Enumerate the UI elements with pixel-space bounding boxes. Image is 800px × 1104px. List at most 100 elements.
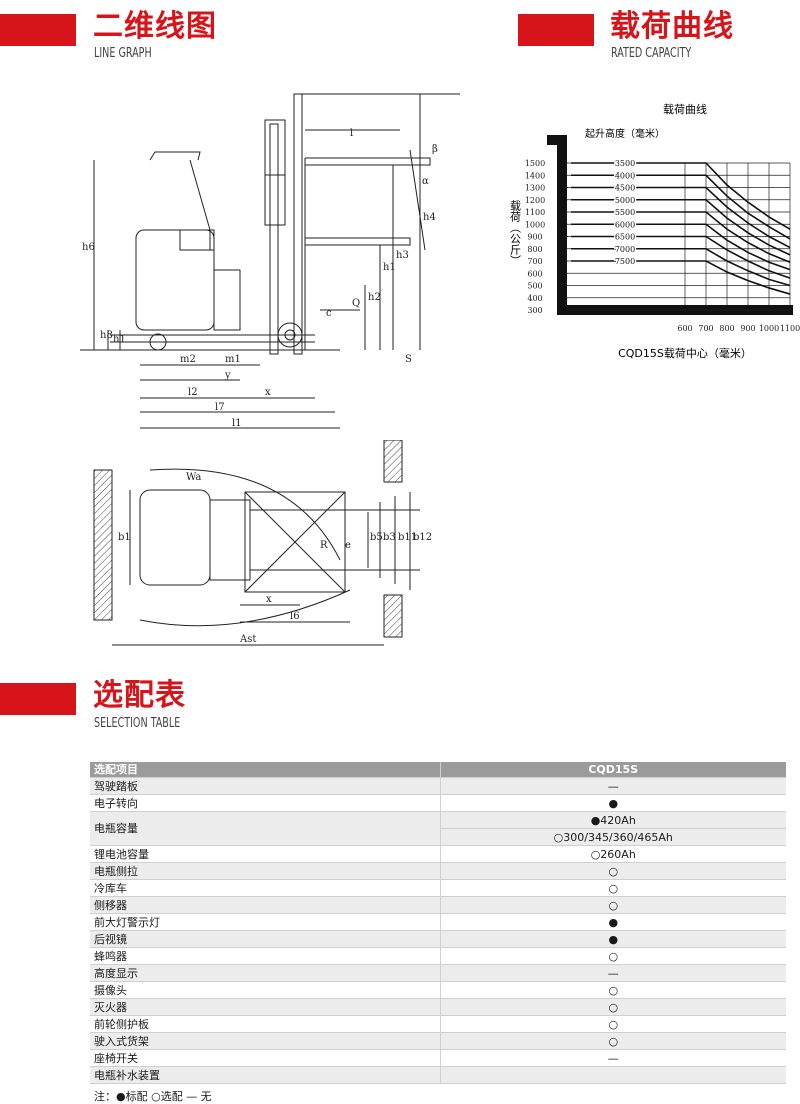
row-item: 冷库车 bbox=[90, 879, 440, 897]
dim-label: h1 bbox=[383, 262, 396, 273]
y-tick-label: 800 bbox=[527, 245, 542, 254]
dim-label: c bbox=[326, 308, 332, 319]
y-tick-label: 400 bbox=[527, 294, 542, 303]
table-row: 前大灯警示灯● bbox=[90, 913, 786, 931]
table-row: 蜂鸣器○ bbox=[90, 947, 786, 965]
dim-label: e bbox=[345, 540, 351, 551]
x-tick-label: 700 bbox=[698, 324, 713, 333]
dim-label: x bbox=[266, 594, 272, 605]
dim-label: b3 bbox=[383, 532, 396, 543]
row-value: ● bbox=[439, 794, 786, 812]
table-row: 驾驶踏板— bbox=[90, 777, 786, 795]
dim-label: α bbox=[422, 176, 429, 187]
dim-label: Ast bbox=[239, 634, 256, 645]
series-label: 5500 bbox=[615, 208, 635, 217]
legend-title: 起升高度（毫米） bbox=[585, 127, 665, 140]
section-subtitle-rated-capacity: RATED CAPACITY bbox=[611, 46, 692, 61]
series-label: 5000 bbox=[615, 196, 635, 205]
table-row: 电瓶容量●420Ah bbox=[90, 811, 786, 846]
row-value: ○ bbox=[439, 1032, 786, 1050]
x-tick-label: 600 bbox=[677, 324, 692, 333]
section-marker-selection-table bbox=[0, 683, 76, 715]
row-value: ○ bbox=[439, 862, 786, 880]
row-value: ●420Ah bbox=[439, 811, 786, 829]
dim-label: l bbox=[350, 128, 353, 139]
y-tick-label: 1400 bbox=[525, 171, 545, 180]
row-item: 摄像头 bbox=[90, 981, 440, 999]
section-title-rated-capacity: 载荷曲线 bbox=[610, 9, 734, 44]
series-line bbox=[571, 235, 791, 279]
table-row: 冷库车○ bbox=[90, 879, 786, 897]
dim-label: b12 bbox=[413, 532, 432, 543]
row-value: ○300/345/360/465Ah bbox=[439, 828, 786, 846]
dim-label: Q bbox=[352, 298, 360, 309]
table-row: 灭火器○ bbox=[90, 998, 786, 1016]
row-value: ○ bbox=[439, 947, 786, 965]
row-item: 蜂鸣器 bbox=[90, 947, 440, 965]
table-row: 后视镜● bbox=[90, 930, 786, 948]
y-tick-label: 1000 bbox=[525, 220, 545, 229]
row-value: ○260Ah bbox=[439, 845, 786, 863]
row-item: 高度显示 bbox=[90, 964, 440, 982]
table-header-item: 选配项目 bbox=[90, 762, 440, 778]
selection-table: 选配项目 CQD15S 驾驶踏板— 电子转向● 电瓶容量●420Ah ○300/… bbox=[90, 762, 786, 1084]
row-value: ● bbox=[439, 930, 786, 948]
y-tick-label: 500 bbox=[527, 282, 542, 291]
table-row: ○300/345/360/465Ah bbox=[90, 828, 786, 846]
row-item: 座椅开关 bbox=[90, 1049, 440, 1067]
chart-title: 载荷曲线 bbox=[663, 102, 707, 116]
series-label: 7500 bbox=[615, 257, 635, 266]
table-row: 座椅开关— bbox=[90, 1049, 786, 1067]
y-tick-label: 1500 bbox=[525, 159, 545, 168]
dim-label: l1 bbox=[232, 418, 242, 429]
section-title-line-graph: 二维线图 bbox=[93, 9, 217, 44]
dim-label: h1 bbox=[113, 334, 126, 345]
y-tick-label: 700 bbox=[527, 257, 542, 266]
dim-label: y bbox=[224, 370, 231, 381]
table-header-model: CQD15S bbox=[439, 762, 786, 778]
table-row: 驶入式货架○ bbox=[90, 1032, 786, 1050]
dim-label: S bbox=[405, 354, 412, 365]
series-line bbox=[571, 211, 791, 263]
series-label: 7000 bbox=[615, 245, 635, 254]
dim-label: b1 bbox=[118, 532, 131, 543]
y-tick-label: 1100 bbox=[525, 208, 545, 217]
dim-label: h2 bbox=[368, 292, 381, 303]
series-label: 3500 bbox=[615, 159, 635, 168]
table-header-row: 选配项目 CQD15S bbox=[90, 762, 786, 778]
row-item: 灭火器 bbox=[90, 998, 440, 1016]
dim-label: h3 bbox=[396, 250, 409, 261]
dim-label: l6 bbox=[290, 611, 300, 622]
series-line bbox=[571, 260, 791, 295]
row-item: 电瓶侧拉 bbox=[90, 862, 440, 880]
row-item: 侧移器 bbox=[90, 896, 440, 914]
row-value: ○ bbox=[439, 896, 786, 914]
row-item: 前大灯警示灯 bbox=[90, 913, 440, 931]
dim-label: m2 bbox=[180, 354, 196, 365]
row-item: 前轮侧护板 bbox=[90, 1015, 440, 1033]
row-value: ● bbox=[439, 913, 786, 931]
row-value: ○ bbox=[439, 998, 786, 1016]
row-item: 锂电池容量 bbox=[90, 845, 440, 863]
row-item: 电瓶容量 bbox=[90, 811, 440, 846]
y-tick-label: 900 bbox=[527, 233, 542, 242]
y-axis-label: 载荷（公斤） bbox=[509, 200, 522, 266]
row-item: 电子转向 bbox=[90, 794, 440, 812]
section-subtitle-selection-table: SELECTION TABLE bbox=[94, 716, 181, 731]
dim-label: x bbox=[265, 387, 271, 398]
row-value bbox=[439, 1066, 786, 1084]
table-legend-note: 注：●标配 ○选配 — 无 bbox=[94, 1090, 212, 1103]
series-line bbox=[571, 247, 791, 287]
section-marker-rated-capacity bbox=[518, 14, 594, 46]
section-subtitle-line-graph: LINE GRAPH bbox=[94, 46, 152, 61]
y-tick-label: 300 bbox=[527, 306, 542, 315]
series-line bbox=[571, 198, 791, 256]
dim-label: b5 bbox=[370, 532, 383, 543]
dim-label: b11 bbox=[398, 532, 417, 543]
table-row: 电瓶侧拉○ bbox=[90, 862, 786, 880]
series-label: 6000 bbox=[615, 220, 635, 229]
row-item: 后视镜 bbox=[90, 930, 440, 948]
dim-label: h4 bbox=[423, 212, 436, 223]
dim-label: β bbox=[432, 144, 438, 155]
